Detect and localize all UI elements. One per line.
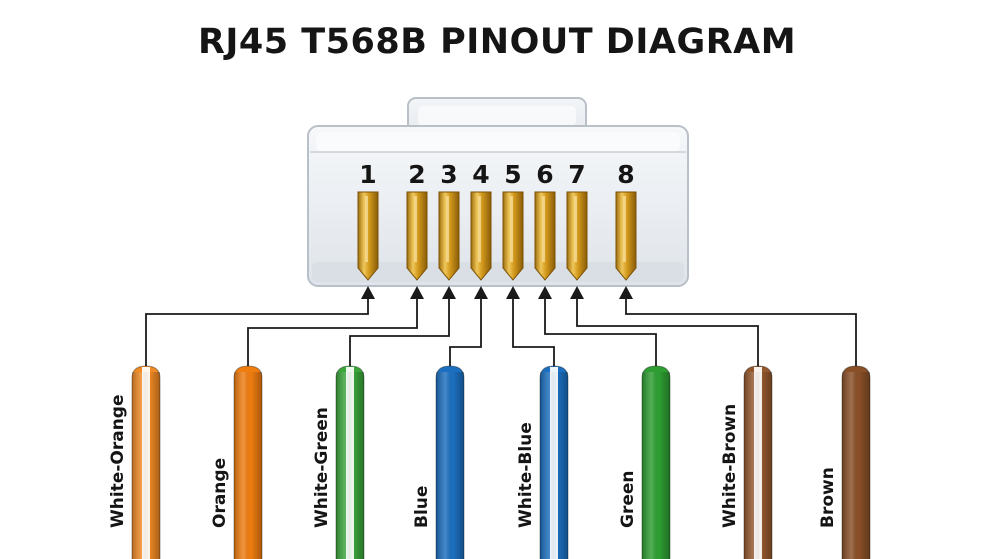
- arrow-icon: [619, 286, 633, 299]
- connector-latch-highlight: [418, 106, 576, 126]
- lead-line-4: [449, 296, 482, 368]
- wire-shading: [642, 372, 670, 559]
- page-title: RJ45 T568B PINOUT DIAGRAM: [197, 22, 797, 62]
- wire-label-7: White-Brown: [720, 404, 740, 528]
- contact-highlight-2: [414, 196, 417, 262]
- wire-shading: [336, 372, 364, 559]
- wire-shading: [132, 372, 160, 559]
- connector-body-top-band: [316, 132, 680, 152]
- pin-number-4: 4: [472, 160, 489, 189]
- wire-1: [131, 365, 161, 559]
- wire-shading: [842, 372, 870, 559]
- wire-shading: [744, 372, 772, 559]
- pin-number-1: 1: [359, 160, 376, 189]
- contact-highlight-3: [446, 196, 449, 262]
- pin-number-2: 2: [408, 160, 425, 189]
- arrow-icon: [410, 286, 424, 299]
- wire-label-4: Blue: [412, 486, 432, 528]
- wire-3: [335, 365, 365, 559]
- wire-label-1: White-Orange: [108, 394, 128, 528]
- wire-label-8: Brown: [818, 467, 838, 528]
- wire-8: [841, 365, 871, 559]
- arrow-icon: [474, 286, 488, 299]
- connector-body: [307, 125, 689, 287]
- pin-number-8: 8: [617, 160, 634, 189]
- pin-number-7: 7: [568, 160, 585, 189]
- wire-6: [641, 365, 671, 559]
- wire-label-6: Green: [618, 471, 638, 529]
- wire-label-2: Orange: [210, 458, 230, 528]
- lead-line-5: [512, 296, 555, 368]
- wire-2: [233, 365, 263, 559]
- lead-line-2: [247, 296, 418, 368]
- contact-highlight-1: [365, 196, 368, 262]
- lead-line-7: [576, 296, 759, 368]
- connector-body-bottom-band: [312, 262, 684, 282]
- contact-highlight-6: [542, 196, 545, 262]
- arrow-icon: [538, 286, 552, 299]
- arrow-icon: [506, 286, 520, 299]
- lead-line-6: [544, 296, 657, 368]
- arrow-icon: [361, 286, 375, 299]
- wire-5: [539, 365, 569, 559]
- lead-line-1: [145, 296, 369, 368]
- wire-shading: [234, 372, 262, 559]
- contact-highlight-7: [574, 196, 577, 262]
- wire-label-3: White-Green: [312, 407, 332, 528]
- wire-4: [435, 365, 465, 559]
- arrow-icon: [442, 286, 456, 299]
- wire-leads: [145, 286, 857, 368]
- wire-label-5: White-Blue: [516, 422, 536, 528]
- pin-number-5: 5: [504, 160, 521, 189]
- lead-line-8: [625, 296, 857, 368]
- wire-7: [743, 365, 773, 559]
- arrow-icon: [570, 286, 584, 299]
- contact-highlight-4: [478, 196, 481, 262]
- wire-shading: [436, 372, 464, 559]
- wires: [131, 365, 871, 559]
- wire-shading: [540, 372, 568, 559]
- contact-highlight-5: [510, 196, 513, 262]
- pin-number-6: 6: [536, 160, 553, 189]
- contact-highlight-8: [623, 196, 626, 262]
- contacts: [357, 191, 637, 281]
- pin-number-3: 3: [440, 160, 457, 189]
- lead-line-3: [349, 296, 450, 368]
